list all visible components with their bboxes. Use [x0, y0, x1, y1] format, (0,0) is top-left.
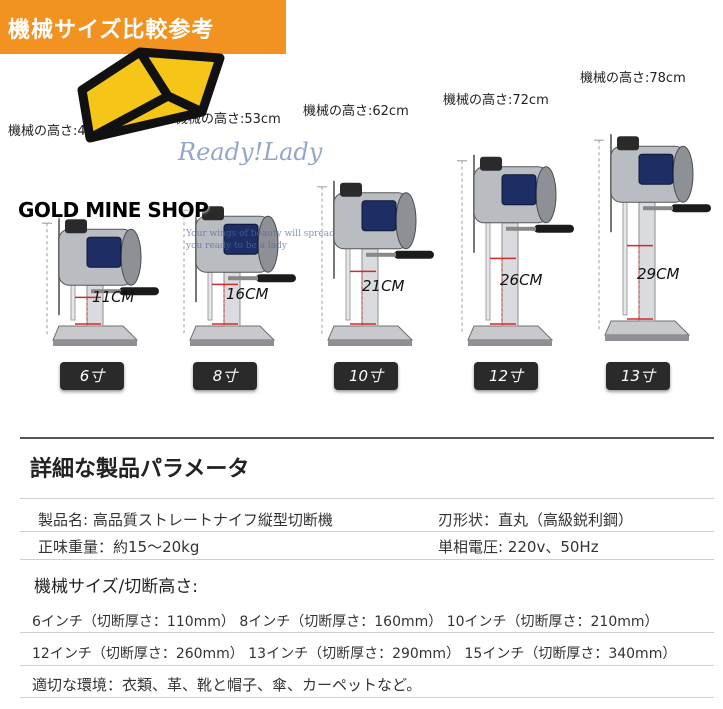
- machine-base-edge: [468, 340, 552, 346]
- cutting-machine-5: [594, 134, 711, 341]
- cut-height-label: 11CM: [92, 288, 135, 306]
- cut-height-label: 29CM: [637, 265, 680, 283]
- watermark-script: Ready!Lady: [178, 138, 323, 166]
- motor-label-plate: [501, 174, 537, 206]
- machine-base-edge: [328, 340, 412, 346]
- machine-handle: [119, 287, 159, 296]
- machine-height-label: 機械の高さ:72cm: [443, 93, 549, 108]
- machine-blade: [622, 197, 628, 316]
- divider-line: [20, 559, 714, 560]
- watermark-line-1: Your wings of beauty will spread: [186, 229, 335, 239]
- machine-base-edge: [53, 340, 137, 346]
- divider-line: [20, 697, 714, 698]
- banner-title: 機械サイズ比較参考: [8, 18, 215, 43]
- section-divider: [20, 437, 714, 439]
- motor-switch: [617, 136, 639, 151]
- machine-handle: [534, 224, 574, 233]
- divider-line: [20, 632, 714, 633]
- cut-height-label: 26CM: [500, 271, 543, 289]
- size-comparison-banner: 機械サイズ比較参考: [0, 0, 286, 54]
- motor-label-plate: [223, 223, 259, 255]
- handle-arm: [506, 226, 536, 231]
- watermark-line-2: you ready to be a lady: [186, 241, 288, 251]
- size-badge: 10寸: [334, 362, 398, 390]
- watermark-tagline: Your wings of beauty will spread you rea…: [186, 228, 335, 252]
- handle-arm: [91, 289, 121, 294]
- cutting-machine-3: [317, 180, 434, 346]
- machine-height-label: 機械の高さ:62cm: [303, 104, 409, 119]
- machine-base-edge: [190, 340, 274, 346]
- size-badge: 6寸: [60, 362, 124, 390]
- machine-handle: [394, 250, 434, 259]
- machine-base-edge: [605, 335, 689, 341]
- motor-end-cap: [672, 145, 694, 203]
- machine-handle: [671, 204, 711, 213]
- machine-pillar: [638, 201, 656, 322]
- motor-switch: [340, 182, 362, 197]
- motor-label-plate: [86, 236, 122, 268]
- params-title: 詳細な製品パラメータ: [30, 457, 250, 482]
- gold-bar-logo-icon: [77, 47, 225, 143]
- divider-line: [20, 665, 714, 666]
- handle-arm: [228, 276, 258, 281]
- divider-line: [20, 498, 714, 499]
- cut-height-label: 21CM: [362, 277, 405, 295]
- voltage: 単相電圧: 220v、50Hz: [438, 538, 599, 556]
- size-badge: 12寸: [474, 362, 538, 390]
- cutting-machine-4: [457, 154, 574, 346]
- shop-name: GOLD MINE SHOP: [18, 198, 209, 222]
- machine-base: [604, 320, 691, 336]
- blade-shape: 刃形状：直丸（高級鋭利鋼）: [438, 511, 634, 529]
- cutting-machine-2: [179, 204, 296, 346]
- sizes-row-2: 12インチ（切断厚さ：260mm） 13インチ（切断厚さ：290mm） 15イン…: [32, 646, 677, 662]
- machine-height-label: 機械の高さ:78cm: [580, 71, 686, 86]
- environment: 適切な環境：衣類、革、靴と帽子、傘、カーペットなど。: [32, 676, 422, 694]
- motor-label-plate: [361, 200, 397, 232]
- handle-arm: [643, 206, 673, 211]
- size-heading: 機械サイズ/切断高さ:: [34, 577, 198, 597]
- motor-switch: [65, 219, 87, 234]
- divider-line: [20, 531, 714, 532]
- motor-label-plate: [638, 153, 674, 185]
- cut-height-label: 16CM: [226, 285, 269, 303]
- handle-arm: [366, 252, 396, 257]
- motor-switch: [480, 156, 502, 171]
- product-name: 製品名: 高品質ストレートナイフ縦型切断機: [38, 511, 333, 529]
- motor-switch: [202, 206, 224, 221]
- size-badge: 13寸: [606, 362, 670, 390]
- sizes-row-1: 6インチ（切断厚さ：110mm） 8インチ（切断厚さ：160mm） 10インチ（…: [32, 614, 659, 630]
- cutting-machine-1: [42, 217, 159, 346]
- size-badge: 8寸: [193, 362, 257, 390]
- net-weight: 正味重量：約15～20kg: [38, 538, 200, 556]
- machine-handle: [256, 274, 296, 283]
